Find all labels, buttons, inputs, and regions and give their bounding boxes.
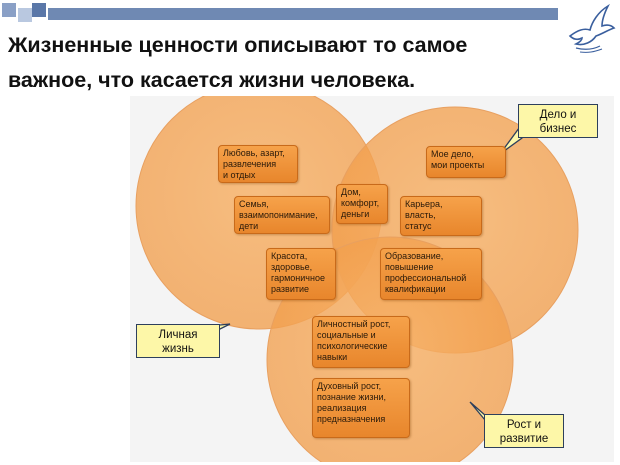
header-square xyxy=(32,3,46,17)
value-box-personal-growth: Личностный рост, социальные и психологич… xyxy=(312,316,410,368)
callout-growth: Рост и развитие xyxy=(484,414,564,448)
callout-business: Дело и бизнес xyxy=(518,104,598,138)
value-box-love: Любовь, азарт, развлечения и отдых xyxy=(218,145,298,183)
page-title: Жизненные ценности описывают то самое ва… xyxy=(8,33,468,92)
header-decoration xyxy=(0,0,620,24)
value-box-my-business: Мое дело, мои проекты xyxy=(426,146,506,178)
value-box-spiritual-growth: Духовный рост, познание жизни, реализаци… xyxy=(312,378,410,438)
callout-personal-life: Личная жизнь xyxy=(136,324,220,358)
value-box-home: Дом, комфорт, деньги xyxy=(336,184,388,224)
dove-logo-icon xyxy=(568,3,616,53)
value-box-beauty: Красота, здоровье, гармоничное развитие xyxy=(266,248,336,300)
header-bar xyxy=(48,8,558,20)
value-box-career: Карьера, власть, статус xyxy=(400,196,482,236)
header-square xyxy=(2,3,16,17)
value-box-family: Семья, взаимопонимание, дети xyxy=(234,196,330,234)
header-square xyxy=(18,8,32,22)
value-box-education: Образование, повышение профессиональной … xyxy=(380,248,482,300)
